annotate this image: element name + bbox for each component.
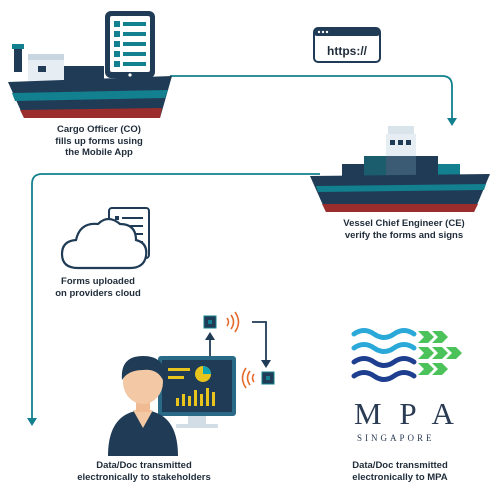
container-ship-icon <box>310 126 490 212</box>
cargo-ship-icon <box>8 44 172 118</box>
arrowhead-to-stakeholders <box>27 418 37 426</box>
cloud-upload-label: Forms uploaded on providers cloud <box>55 276 141 299</box>
signal-icon <box>226 311 240 333</box>
cargo-officer-label: Cargo Officer (CO) fills up forms using … <box>55 124 143 158</box>
flow-connectors <box>31 75 453 420</box>
cloud-icon <box>60 217 148 270</box>
mpa-label: Data/Doc transmitted electronically to M… <box>352 460 448 483</box>
arrowhead-to-ce <box>447 118 457 126</box>
mpa-logo-name: M P A <box>354 396 459 431</box>
connector-bracket <box>252 321 271 368</box>
upload-arrow <box>205 332 215 358</box>
chief-engineer-label: Vessel Chief Engineer (CE) verify the fo… <box>343 218 465 241</box>
https-label: https:// <box>327 44 368 58</box>
mpa-logo <box>351 328 462 382</box>
https-badge: https:// <box>313 27 381 63</box>
dashboard-icon <box>158 356 236 428</box>
connector-ce-to-stakeholders <box>31 173 320 420</box>
mpa-logo-country: SINGAPORE <box>357 433 435 443</box>
signal-icon <box>241 367 255 389</box>
tablet-checklist-icon <box>105 11 155 78</box>
stakeholders-label: Data/Doc transmitted electronically to s… <box>77 460 211 483</box>
connector-ship-to-ce <box>170 75 453 120</box>
user-avatar-icon <box>108 356 178 456</box>
